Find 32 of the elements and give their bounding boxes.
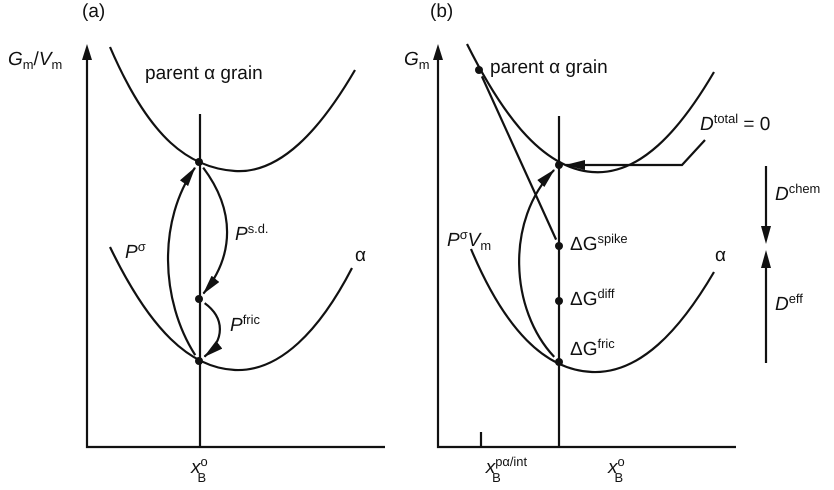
edge-label: P$^{s.d.}$ [235,222,268,246]
arrow-label: D$^{chem}$ [775,182,820,206]
curve-label: parent α grain [145,64,263,85]
edge-label: P$^{σ}$V$_{m}$ [447,228,492,254]
axis-label: G$_{m}$/V$_{m}$ [8,50,62,72]
point-label: parent α grain [490,58,608,79]
data-point [195,158,203,166]
data-point [555,297,563,305]
panel-label: (b) [430,2,454,23]
arrow-label: D$^{eff}$ [775,292,803,316]
curve-label: α [715,246,726,267]
point-label: ΔG$^{spike}$ [570,232,628,256]
panel-label: (a) [82,2,106,23]
data-point [555,161,563,169]
point-label: ΔG$^{fric}$ [570,337,615,361]
data-point [195,295,203,303]
data-point [555,242,563,250]
curved-arrow [202,166,228,294]
data-point [555,358,563,366]
curved-arrow [166,166,196,356]
tangent-line [480,76,558,240]
curved-arrow [204,302,222,358]
edge-label: P$^{fric}$ [230,313,260,337]
point-label: ΔG$^{diff}$ [570,287,614,311]
edge-label: P$^{σ}$ [125,240,146,264]
data-point [475,66,483,74]
annotation-text: D$^{total}$ = 0 [700,112,770,136]
data-point [195,357,203,365]
curved-arrow [518,169,556,358]
axis-label: G$_{m}$ [404,50,430,72]
curve-label: α [355,246,366,267]
leader-arrow [565,139,706,170]
